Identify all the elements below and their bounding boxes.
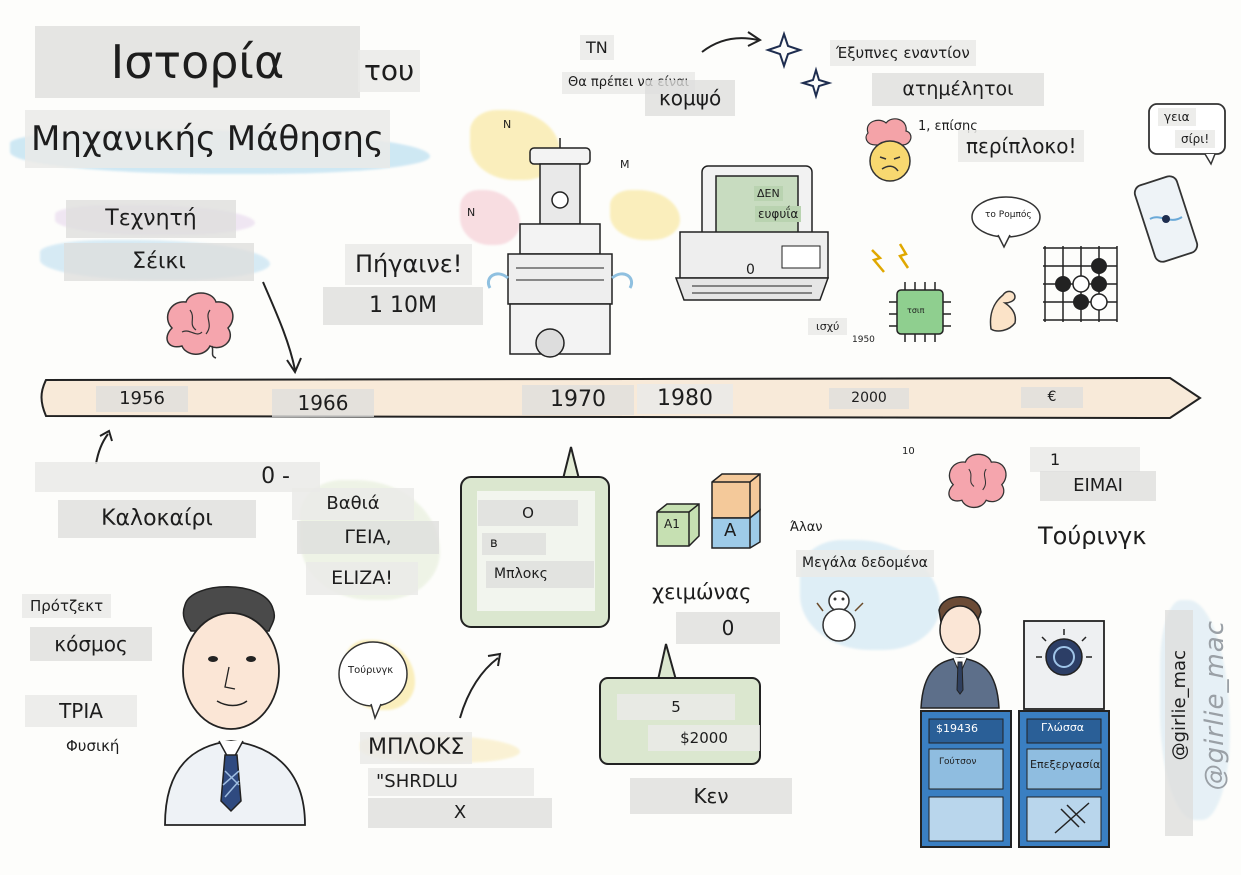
label-hello-2: σίρι! [1175,130,1216,149]
label-turing-bubble: Τούρινγκ [348,665,394,676]
title-line-1: Ιστορία [35,26,360,98]
label-winter-zero: 0 [676,612,780,644]
label-project: Πρότζεκτ [22,594,112,618]
mind-blown-icon [865,118,912,182]
ken-five: 5 [617,694,735,720]
label-woke-against: Έξυπνες εναντίον [830,40,976,66]
chip-icon [889,282,951,342]
year-2000: 2000 [829,388,909,409]
podium-name: Γούτσον [939,757,977,767]
label-hello-eliza-2: ELIZA! [306,562,418,595]
label-shrdlu: "SHRDLU [368,768,534,796]
podium-right [1018,710,1110,848]
speech-bubble-icon [338,641,408,721]
brain-icon [166,292,234,359]
computer-icon [674,165,830,301]
label-go-sub: 1 10M [323,287,483,326]
chip-label: τσιπ [907,306,925,315]
computer-zero: 0 [746,262,755,278]
label-blocks: ΜΠΛΟΚΣ [360,732,473,765]
label-romposs: το Ρομπός [985,210,1032,220]
yellow-wash [610,190,680,240]
label-kompso: κομψό [645,80,736,116]
label-hello-eliza-1: ΓΕΙΑ, [297,521,439,554]
label-ken: Κεν [630,778,792,814]
label-hello-1: γεια [1158,108,1196,127]
title-line-3: Μηχανικής Μάθησης [25,110,390,168]
label-artificial: Τεχνητή [66,200,236,239]
label-winter: χειμώνας [652,580,752,604]
label-zero-dash: 0 - [35,462,320,493]
sparkle-icon [764,30,833,100]
label-alan: Άλαν [790,520,823,535]
snowman-icon [816,590,864,642]
artist-handle-stamp: @girlie_mac [1200,620,1230,791]
mark-n-2: N [467,206,476,219]
cube-a-icon [711,473,761,549]
watson-icon [1023,620,1105,710]
podium-money: $19436 [936,722,978,735]
label-ten: 10 [902,446,915,457]
year-1970: 1970 [522,385,634,416]
label-turing: Τούρινγκ [1038,522,1147,550]
cube-a1-icon [656,503,700,547]
label-neat: ατημέλητοι [872,73,1044,106]
year-1980: 1980 [637,384,733,415]
label-chip-year: 1950 [852,335,875,345]
podium-processing: Επεξεργασία [1030,758,1101,771]
board-o: O [478,500,578,526]
label-tn: TN [580,35,614,61]
title-line-2: του [358,50,421,92]
label-complex: περίπλοκο! [958,130,1085,162]
podium-left [920,710,1012,848]
arrow-icon [701,31,762,53]
year-euro: € [1021,387,1083,408]
label-world: κόσμος [30,627,152,661]
label-chip-power: ισχύ [808,318,848,336]
label-deep: Βαθιά [292,488,414,520]
smartphone-icon [1133,175,1199,263]
brain-icon [948,453,1007,509]
label-three: ΤΡΙΑ [25,695,137,727]
label-x: X [368,798,552,828]
mark-m: M [620,158,630,171]
arrow-icon [459,652,502,719]
ken-money: $2000 [648,725,760,751]
contestant-icon [920,596,1000,709]
artist-handle-text: @girlie_mac [1169,650,1190,761]
year-1956: 1956 [96,386,188,412]
label-shakey: Σέικι [64,243,254,282]
arrow-icon [262,281,302,375]
label-big-data: Μεγάλα δεδομένα [796,550,934,577]
portrait-icon [164,586,306,826]
board-blocks: Μπλοκς [486,561,594,588]
label-eimai: ΕΙΜΑΙ [1040,471,1156,501]
go-board-icon [1043,246,1118,322]
cube-a-label: A [724,520,737,541]
label-summer: Καλοκαίρι [58,500,256,539]
lightning-icon [871,243,910,273]
arrow-icon [95,429,113,465]
artist-handle: @girlie_mac [1165,610,1193,836]
cube-a1-label: A1 [664,517,680,531]
board-b: в [482,533,546,555]
label-go: Πήγαινε! [345,244,473,285]
label-one: 1 [1030,447,1140,473]
mark-n-1: N [503,118,512,131]
shakey-robot-icon [487,138,633,358]
podium-language: Γλώσσα [1041,721,1085,734]
label-physics: Φυσική [66,737,120,755]
screen-text-2: ευφυΐα [755,206,802,222]
screen-text-1: ΔΕΝ [754,186,783,201]
speech-bubble-icon [971,196,1041,249]
year-1966: 1966 [272,389,374,417]
flexed-arm-icon [989,290,1017,332]
